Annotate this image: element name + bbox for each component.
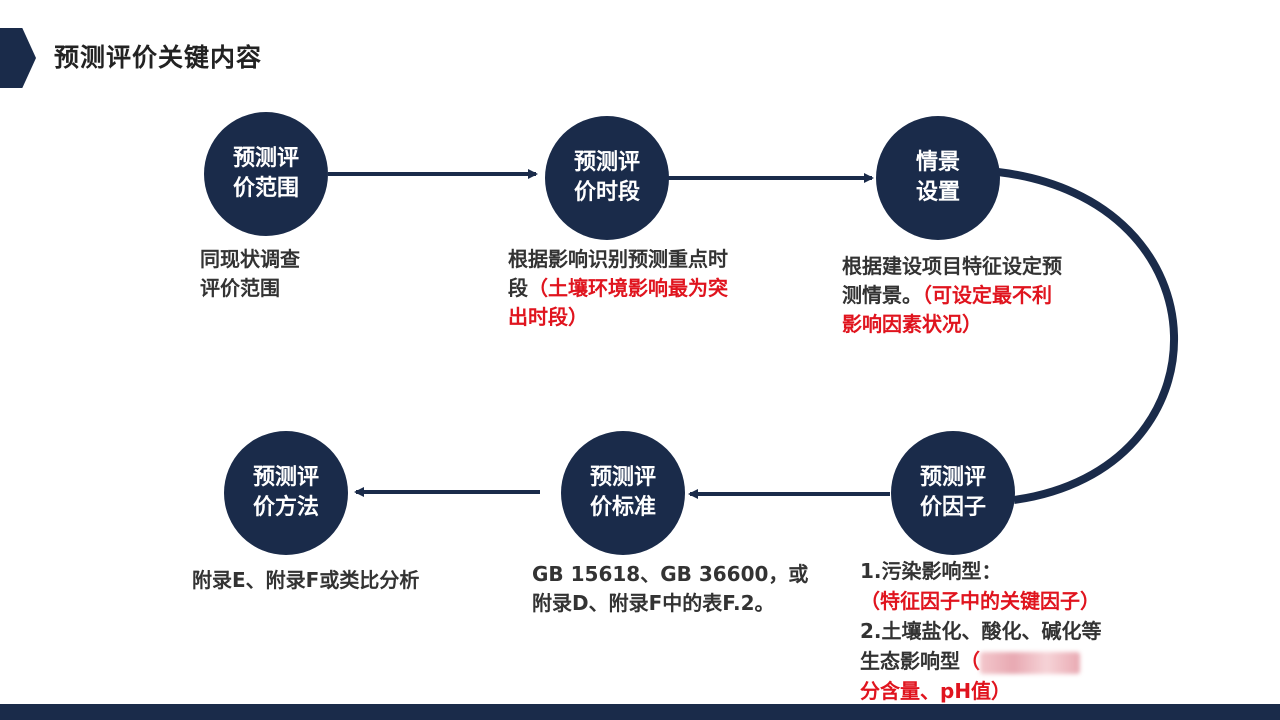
desc-factors-line2-text: 2.土壤盐化、酸化、碱化等生态影响型 — [860, 619, 1102, 673]
node-period: 预测评 价时段 — [545, 116, 669, 240]
desc-period-text: 根据影响识别预测重点时段 — [508, 247, 728, 300]
desc-factors-line1-highlight: （特征因子中的关键因子） — [860, 589, 1100, 613]
desc-period-highlight: （土壤环境影响最为突出时段） — [508, 276, 728, 329]
node-scenario: 情景 设置 — [876, 116, 1000, 240]
node-scope: 预测评 价范围 — [204, 112, 328, 236]
desc-factors-line2-highlight-open: （ — [960, 649, 980, 673]
desc-scenario-highlight: （可设定最不利影响因素状况） — [842, 283, 1052, 336]
desc-scenario: 根据建设项目特征设定预测情景。（可设定最不利影响因素状况） — [842, 252, 1068, 339]
desc-factors: 1.污染影响型： （特征因子中的关键因子） 2.土壤盐化、酸化、碱化等生态影响型… — [860, 556, 1160, 706]
node-factors: 预测评 价因子 — [891, 431, 1015, 555]
footer-bar — [0, 704, 1280, 720]
slide-title: 预测评价关键内容 — [54, 43, 263, 72]
desc-method: 附录E、附录F或类比分析 — [192, 568, 420, 592]
redacted-overlay — [980, 651, 1080, 674]
desc-scenario-text: 根据建设项目特征设定预测情景。 — [842, 254, 1062, 307]
desc-period: 根据影响识别预测重点时段（土壤环境影响最为突出时段） — [508, 245, 730, 332]
node-method: 预测评 价方法 — [224, 431, 348, 555]
desc-factors-line2: 2.土壤盐化、酸化、碱化等生态影响型（ — [860, 616, 1110, 676]
desc-standard: GB 15618、GB 36600，或附录D、附录F中的表F.2。 — [532, 562, 809, 615]
desc-scope: 同现状调查 评价范围 — [200, 247, 300, 300]
curve-scenario-to-factors — [997, 168, 1178, 504]
node-standard: 预测评 价标准 — [561, 431, 685, 555]
desc-factors-line1: 1.污染影响型： — [860, 559, 1002, 583]
desc-factors-line2-highlight: 分含量、pH值） — [860, 679, 1012, 703]
